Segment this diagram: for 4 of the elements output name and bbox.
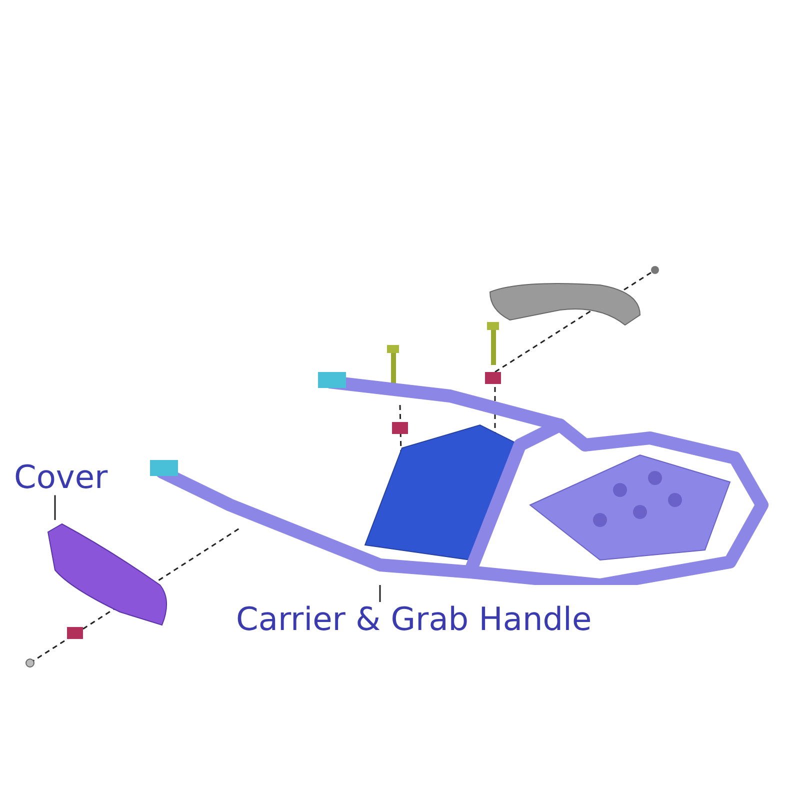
part-label: Cover — [14, 460, 108, 496]
part-label: Carrier & Grab Handle — [236, 602, 592, 638]
leader-line — [54, 495, 56, 520]
leader-line — [379, 585, 381, 602]
